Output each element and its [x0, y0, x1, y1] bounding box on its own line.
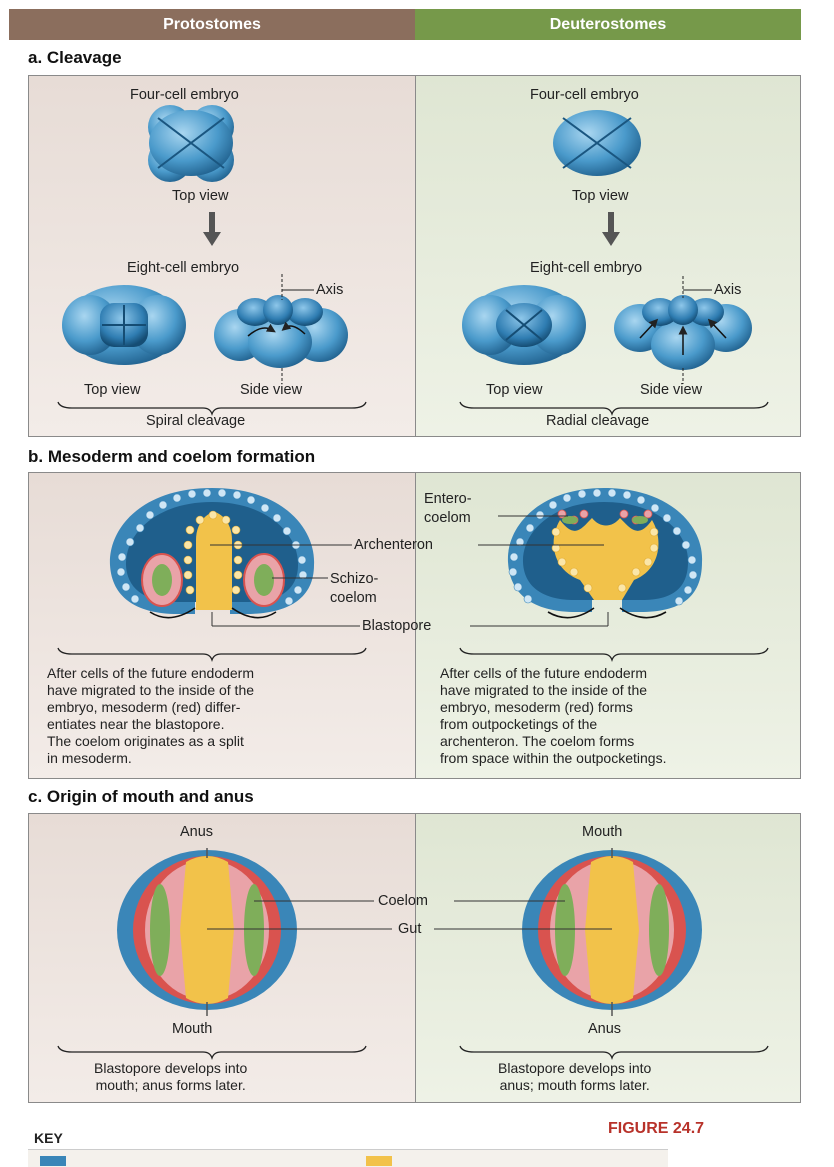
- endoderm-swatch: [366, 1156, 392, 1166]
- four-cell-label-right: Four-cell embryo: [530, 87, 639, 103]
- protostomes-header: Protostomes: [9, 9, 415, 40]
- spiral-cleavage-label: Spiral cleavage: [146, 413, 246, 429]
- down-arrow-icon: [203, 212, 221, 246]
- section-c-title: c. Origin of mouth and anus: [28, 787, 254, 806]
- deuterostome-body-plan: [522, 848, 702, 1016]
- mouth-anus-leaders: [207, 900, 612, 930]
- key-strip: [28, 1149, 668, 1167]
- eight-cell-top-view-right: [462, 285, 586, 365]
- deuterostome-embryo: [507, 488, 703, 619]
- leader-lines: [210, 515, 609, 627]
- section-b-title: b. Mesoderm and coelom formation: [28, 447, 316, 466]
- archenteron-label: Archenteron: [354, 537, 433, 553]
- top-view-label-right: Top view: [486, 382, 543, 398]
- mouth-bottom-label: Mouth: [172, 1021, 213, 1037]
- four-cell-embryo-right: [553, 110, 641, 176]
- axis-label-left: Axis: [316, 282, 344, 298]
- spiral-bracket: [57, 401, 367, 417]
- top-view-label: Top view: [572, 188, 629, 204]
- protostome-origin-description: Blastopore develops into mouth; anus for…: [94, 1060, 248, 1093]
- side-view-label-left: Side view: [240, 382, 303, 398]
- section-a-title: a. Cleavage: [28, 48, 122, 67]
- eight-cell-top-view-left: [62, 285, 186, 365]
- four-cell-label-left: Four-cell embryo: [130, 87, 239, 103]
- deuterostome-origin-description: Blastopore develops into anus; mouth for…: [498, 1060, 652, 1093]
- eight-cell-side-view-right: [614, 276, 752, 384]
- coelom-label: Coelom: [378, 893, 428, 909]
- radial-cleavage-label: Radial cleavage: [546, 413, 650, 429]
- mouth-top-label: Mouth: [582, 824, 623, 840]
- four-cell-embryo-left: [148, 105, 234, 182]
- protostome-embryo: [109, 488, 315, 619]
- key-label: KEY: [34, 1130, 63, 1146]
- figure-label: FIGURE 24.7: [608, 1120, 705, 1137]
- top-view-label-left: Top view: [84, 382, 141, 398]
- enterocoelom-label: Entero- coelom: [424, 491, 472, 526]
- ectoderm-swatch: [40, 1156, 66, 1166]
- schizocoelom-label: Schizo- coelom: [330, 571, 379, 606]
- eight-cell-label-left: Eight-cell embryo: [127, 260, 240, 276]
- anus-top-label: Anus: [180, 824, 214, 840]
- deuterostome-mesoderm-description: After cells of the future endoderm have …: [440, 665, 667, 766]
- side-view-label-right: Side view: [640, 382, 703, 398]
- axis-label-right: Axis: [714, 282, 742, 298]
- down-arrow-icon: [602, 212, 620, 246]
- mouth-anus-diagram: [57, 848, 769, 1061]
- eight-cell-label-right: Eight-cell embryo: [530, 260, 643, 276]
- radial-bracket: [459, 401, 769, 417]
- anus-bottom-label: Anus: [588, 1021, 622, 1037]
- mesoderm-diagram: [57, 488, 769, 663]
- gut-label: Gut: [398, 921, 422, 937]
- cleavage-diagram: [57, 105, 769, 417]
- top-view-label: Top view: [172, 188, 229, 204]
- mesoderm-brackets: [57, 647, 769, 663]
- deuterostomes-header: Deuterostomes: [415, 9, 801, 40]
- protostome-mesoderm-description: After cells of the future endoderm have …: [47, 665, 255, 766]
- blastopore-label: Blastopore: [362, 618, 432, 634]
- mouth-anus-brackets: [57, 1045, 769, 1061]
- protostome-body-plan: [117, 848, 297, 1016]
- eight-cell-side-view-left: [214, 274, 348, 384]
